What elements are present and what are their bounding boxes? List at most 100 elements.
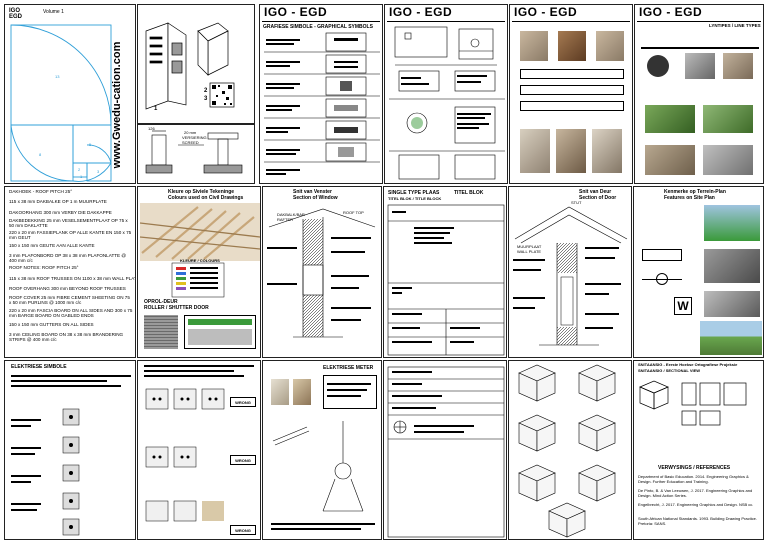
photo-door-4 xyxy=(592,129,622,173)
photo-water-tanks xyxy=(704,205,760,241)
fold-number-2: 2 xyxy=(204,88,208,94)
door-section-title-en: Section of Door xyxy=(579,195,617,201)
panel-rafters-colours: Kleure op Siviele Tekeninge Colours used… xyxy=(137,186,261,358)
line-types-title: LYNTIPES / LINE TYPES xyxy=(709,23,761,28)
photo-garden-2 xyxy=(703,105,753,133)
panel-isometric-blocks xyxy=(508,360,632,540)
reference-3: South African National Standards. 1993. … xyxy=(638,516,757,526)
spiral-label-2: 2 xyxy=(78,167,81,172)
roof-note-12: 150 x 150 mm GUTTERS ON ALL SIDES xyxy=(9,322,94,327)
wrong-key-2: WRONG xyxy=(230,455,256,465)
igo-egd-logo-3: IGO - EGD xyxy=(514,5,578,19)
references-title: VERWYSINGS / REFERENCES xyxy=(658,465,731,471)
photo-paving xyxy=(645,145,695,175)
roof-note-9: ROOF OVERHANG 300 mm BEYOND ROOF TRUSSES xyxy=(9,286,126,291)
colours-title-en: Colours used on Civil Drawings xyxy=(168,195,244,201)
panel-fold-brochure: 1 2 3 xyxy=(137,4,255,124)
door-section-title-af: Snit van Deur xyxy=(579,189,612,195)
panel-title-block: SINGLE TYPE PLAAS TITEL BLOK TITEL BLOK … xyxy=(383,186,507,358)
isometric-blocks-drawing xyxy=(518,364,616,538)
window-label-roof-top: ROOF TOP xyxy=(343,210,364,215)
photo-drain xyxy=(723,53,753,79)
graphical-symbols-title: GRAFIESE SIMBOLE - GRAPHICAL SYMBOLS xyxy=(263,24,373,30)
panel-igo-line-types: IGO - EGD LYNTIPES / LINE TYPES xyxy=(634,4,764,184)
photo-pipe xyxy=(703,145,753,175)
site-features-title-en: Features on Site Plan xyxy=(664,195,715,201)
photo-roller-door xyxy=(144,315,178,349)
panel-electric-symbols: ELEKTRIESE SIMBOLE xyxy=(4,360,136,540)
panel-2-symbols xyxy=(389,26,505,180)
fold-diagram xyxy=(145,22,235,110)
reference-1: De Pinto, B. & Van Leeuwen, J. 2017. Eng… xyxy=(638,488,753,498)
photo-pit xyxy=(685,53,715,79)
photo-meter-box xyxy=(704,249,760,283)
panel-igo-2: IGO - EGD xyxy=(384,4,508,184)
panel-switches-sockets: WRONG WRONG WRONG xyxy=(137,360,261,540)
panel-references: SNITAANSIG - Eerste Hoekse Ortografiese … xyxy=(633,360,764,540)
roof-note-13: 3 mm CEILING BOARD ON 38 x 38 mm BRANDER… xyxy=(9,332,124,342)
panel-igo-graphical-symbols: IGO - EGD GRAFIESE SIMBOLE - GRAPHICAL S… xyxy=(259,4,383,184)
site-features-title-af: Kenmerke op Terrein-Plan xyxy=(664,189,726,195)
roof-note-4: 220 x 20 mm FASSIEPLANK OP ALLE KANTE EN… xyxy=(9,230,132,240)
spiral-label-5: 5 xyxy=(89,142,92,147)
wrong-key-1: WRONG xyxy=(230,397,256,407)
photo-window-1 xyxy=(520,31,548,61)
roller-door-title-af: OPROL-DEUR xyxy=(144,299,178,305)
igo-egd-logo-4: IGO - EGD xyxy=(639,5,703,19)
panel-bottom-title-block xyxy=(383,360,507,540)
roof-note-3: DAKBEDEKKING 25 mm VESELSEMENTPLAAT OP 7… xyxy=(9,218,128,228)
water-meter-badge: W xyxy=(674,297,692,315)
spiral-label-3: 3 xyxy=(97,169,100,174)
spiral-label-8: 8 xyxy=(39,152,42,157)
photo-septic-diagram xyxy=(700,321,762,355)
electric-meter-title: ELEKTRIESE METER xyxy=(323,365,374,371)
header-igo: IGO xyxy=(9,8,21,14)
electric-symbols-title: ELEKTRIESE SIMBOLE xyxy=(11,364,67,370)
roof-note-2: DAKOORHANG 300 mm VERBY DIE DAKKAPPE xyxy=(9,210,112,215)
light-fittings-drawing xyxy=(271,383,375,530)
window-section-drawing xyxy=(267,208,376,338)
fold-number-3: 3 xyxy=(204,96,208,102)
title-block-grid xyxy=(387,204,505,356)
panel-roof-notes: DAKHOEK - ROOF PITCH 25° 115 x 38 mm DAK… xyxy=(4,186,136,358)
switch-photos xyxy=(144,365,254,522)
spiral-label-1: 1 xyxy=(80,174,83,179)
reference-0: Department of Basic Education. 2014. Eng… xyxy=(638,474,749,484)
panel-golden-spiral: IGO EGD Volume 1 13 8 5 3 2 1 www.Gwedu-… xyxy=(4,4,136,184)
window-label-rafter-en: RAFTER xyxy=(277,217,293,222)
panel-column-detail: 126 20 mm VERSIERING SCREED xyxy=(137,124,255,184)
spiral-label-13: 13 xyxy=(55,74,60,79)
window-label-rafter-af: DAKBALK/BAR xyxy=(277,212,305,217)
door-label-wallplate-en: WALL PLATE xyxy=(517,249,542,254)
panel-site-features: Kenmerke op Terrein-Plan Features on Sit… xyxy=(633,186,764,358)
roller-door-title-en: ROLLER / SHUTTER DOOR xyxy=(144,305,209,311)
symbol-grid xyxy=(264,32,380,175)
volume-label: Volume 1 xyxy=(43,9,64,15)
electric-symbols-list xyxy=(11,375,131,536)
fold-number-1: 1 xyxy=(154,106,158,112)
title-block-col2: TITEL BLOK xyxy=(454,190,484,196)
title-block-title: TITEL BLOK / TITLE BLOCK xyxy=(388,196,442,201)
panel-door-section: Snit van Deur Section of Door STUT xyxy=(508,186,632,358)
symbol-meter-circle xyxy=(656,273,668,285)
isometric-caption: SNITAANSIG - Eerste Hoekse Ortografiese … xyxy=(638,362,738,367)
photo-manhole xyxy=(647,55,669,77)
title-block-col1: SINGLE TYPE PLAAS xyxy=(388,190,440,196)
window-section-title-af: Snit van Venster xyxy=(293,189,332,195)
roof-note-11: 220 x 20 mm FASCIA BOARD ON ALL SIDES AN… xyxy=(9,308,133,318)
door-label-prop: STUT xyxy=(571,200,582,205)
photo-door-2 xyxy=(520,129,550,173)
column-dim-b: 20 mm xyxy=(184,130,197,135)
panel-igo-3: IGO - EGD xyxy=(509,4,633,184)
roof-note-6: 3 mm PLAFONBORD OP 38 x 38 mm PLAFONLATT… xyxy=(9,253,127,263)
website-url: www.Gwedu-cation.com xyxy=(111,41,123,169)
sectional-view-title: SNITAANSIG / SECTIONAL VIEW xyxy=(638,368,701,373)
column-caption-2: SCREED xyxy=(182,140,199,145)
colours-legend-title: KLEURE / COLOURS xyxy=(180,258,220,263)
window-section-title-en: Section of Window xyxy=(293,195,338,201)
column-caption: VERSIERING xyxy=(182,135,207,140)
photo-door-1 xyxy=(558,31,586,61)
panel-window-section: Snit van Venster Section of Window DAKBA… xyxy=(262,186,382,358)
header-egd: EGD xyxy=(9,14,23,20)
